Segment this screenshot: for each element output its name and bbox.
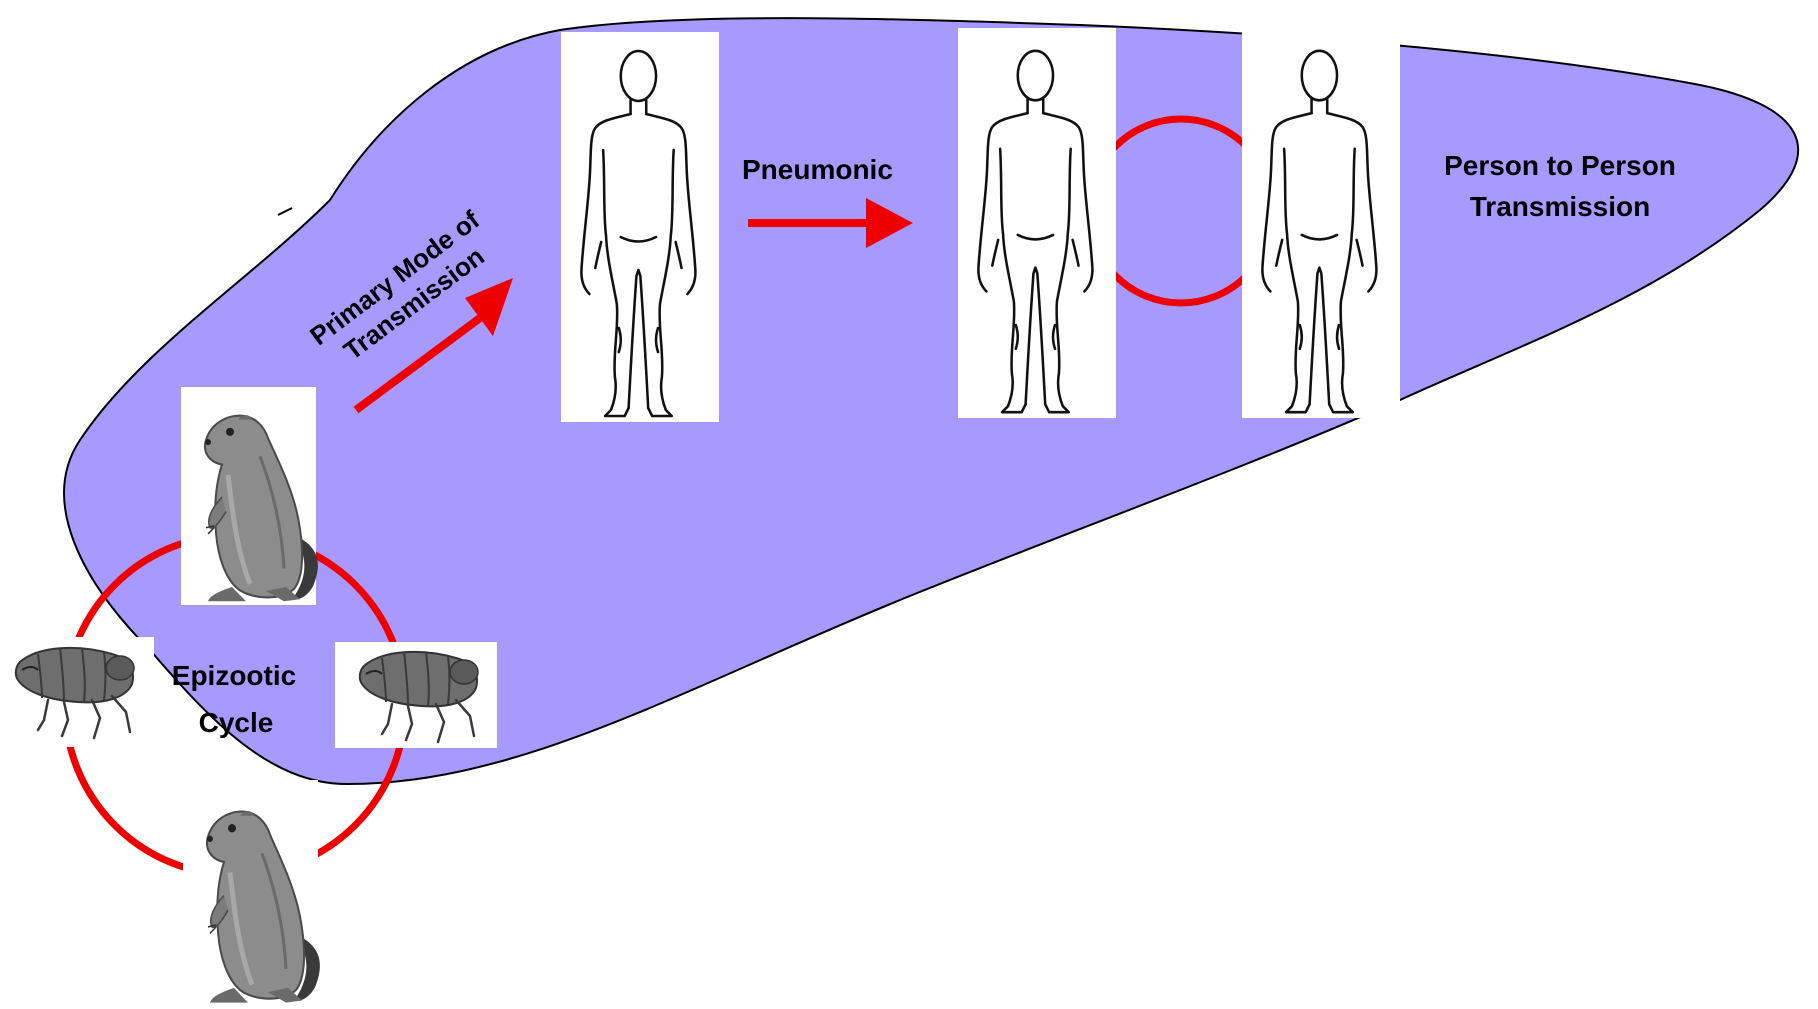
- epizootic-cycle-line1: Epizootic: [172, 660, 296, 691]
- pneumonic-label: Pneumonic: [742, 154, 893, 185]
- prairie-dog-card-bottom: [183, 780, 320, 1005]
- transmission-region-blob: [64, 18, 1798, 784]
- human-card-3: [1242, 28, 1400, 418]
- human-card-2: [958, 28, 1116, 418]
- blob-notch: [278, 208, 292, 215]
- epizootic-cycle-line2: Cycle: [199, 707, 274, 738]
- flea-card-left: [0, 637, 154, 747]
- person-to-person-line2: Transmission: [1470, 191, 1651, 222]
- prairie-dog-card-top: [181, 387, 318, 605]
- flea-card-right: [335, 642, 497, 748]
- human-card-1: [561, 32, 719, 422]
- person-to-person-line1: Person to Person: [1444, 150, 1676, 181]
